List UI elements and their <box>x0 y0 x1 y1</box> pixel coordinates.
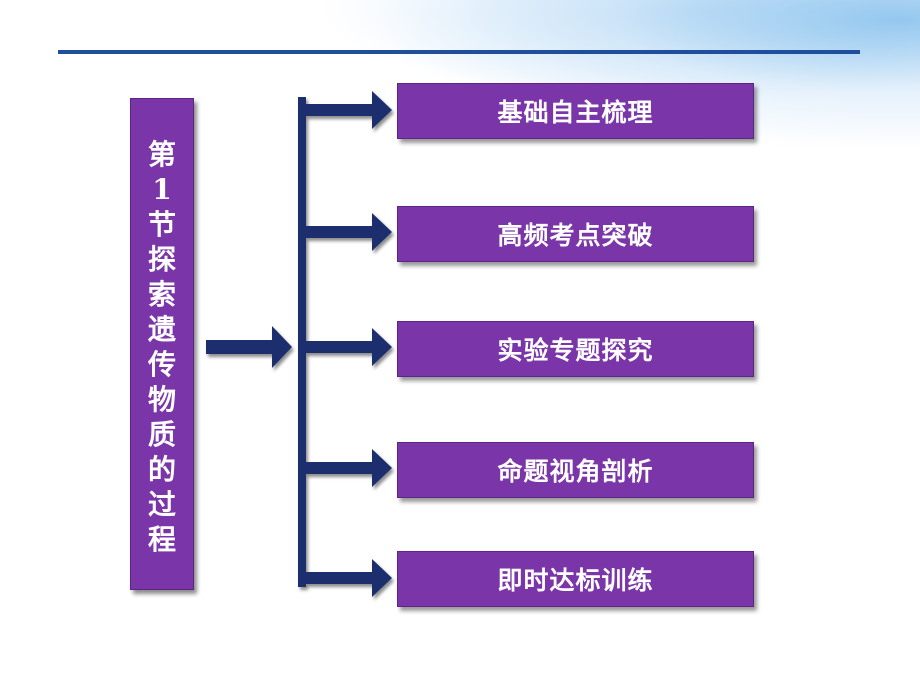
branch-arrow-1 <box>306 91 392 129</box>
item-experiment-topic[interactable]: 实验专题探究 <box>397 321 754 377</box>
item-label: 即时达标训练 <box>497 566 654 595</box>
branch-arrow-3 <box>306 328 392 366</box>
item-label: 实验专题探究 <box>497 336 654 365</box>
item-label: 高频考点突破 <box>497 221 654 250</box>
branch-arrow-4 <box>306 449 392 487</box>
item-key-points[interactable]: 高频考点突破 <box>397 206 754 262</box>
trunk-line <box>298 97 306 587</box>
item-label: 基础自主梳理 <box>497 98 654 127</box>
section-title: 第1节探索遗传物质的过程 <box>147 138 176 556</box>
main-arrow <box>206 326 292 368</box>
item-label: 命题视角剖析 <box>497 457 654 486</box>
section-title-box: 第1节探索遗传物质的过程 <box>130 98 194 590</box>
item-basic-review[interactable]: 基础自主梳理 <box>397 83 754 139</box>
item-instant-practice[interactable]: 即时达标训练 <box>397 551 754 607</box>
header-rule <box>58 50 860 54</box>
branch-arrow-5 <box>306 559 392 597</box>
item-question-analysis[interactable]: 命题视角剖析 <box>397 442 754 498</box>
branch-arrow-2 <box>306 213 392 251</box>
